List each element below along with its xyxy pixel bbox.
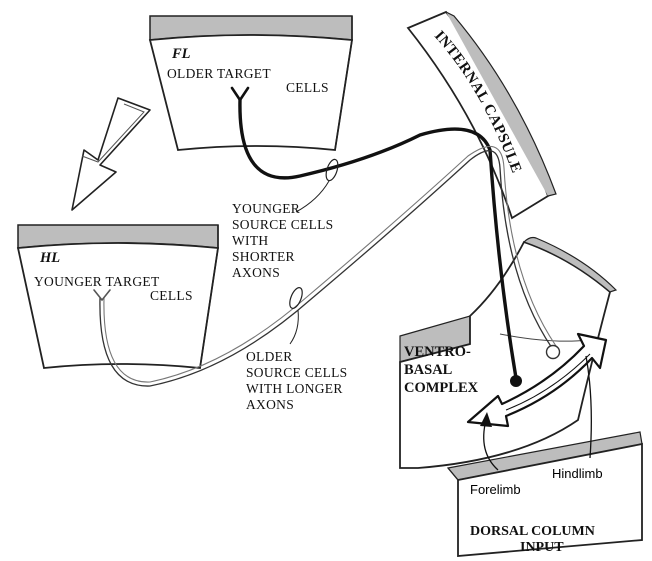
fl-cortex-block — [148, 15, 354, 151]
hl-target-terminal-icon — [93, 289, 111, 302]
internal-capsule-band — [406, 10, 557, 220]
svg-text:AXONS: AXONS — [232, 265, 280, 280]
younger-axon-pointer — [295, 180, 330, 213]
ventrobasal-label-3: COMPLEX — [404, 380, 479, 396]
svg-text:OLDER: OLDER — [246, 349, 293, 364]
hindlimb-pointer — [585, 355, 592, 459]
younger-axon-marker-icon — [325, 158, 339, 182]
fl-cells-label: CELLS — [286, 80, 329, 95]
dorsal-column-label-2: INPUT — [520, 540, 564, 555]
forelimb-label: Forelimb — [470, 482, 521, 497]
younger-source-cell-icon — [510, 375, 522, 387]
older-source-axon-a — [99, 150, 553, 387]
younger-source-axon — [238, 98, 518, 380]
hl-cells-label: CELLS — [150, 288, 193, 303]
ventrobasal-label-1: VENTRO- — [404, 344, 471, 360]
older-axon-marker-icon — [289, 287, 303, 309]
svg-text:SOURCE CELLS: SOURCE CELLS — [246, 365, 348, 380]
svg-text:AXONS: AXONS — [246, 397, 294, 412]
older-source-cell-icon — [545, 344, 561, 360]
svg-text:SOURCE CELLS: SOURCE CELLS — [232, 217, 334, 232]
fl-older-target-label: OLDER TARGET — [167, 66, 271, 81]
older-source-annotation: OLDER SOURCE CELLS WITH LONGER AXONS — [246, 349, 348, 412]
forelimb-arrowhead-icon — [480, 412, 492, 427]
fl-target-terminal-icon — [230, 86, 250, 103]
younger-source-annotation: YOUNGER SOURCE CELLS WITH SHORTER AXONS — [232, 201, 334, 280]
svg-text:WITH: WITH — [232, 233, 268, 248]
dorsal-column-label-1: DORSAL COLUMN — [470, 524, 595, 539]
somatotopic-arrow — [466, 332, 608, 428]
older-source-axon-b — [103, 145, 557, 383]
svg-text:YOUNGER: YOUNGER — [232, 201, 300, 216]
hl-younger-target-label: YOUNGER TARGET — [34, 274, 160, 289]
hindlimb-label: Hindlimb — [552, 466, 603, 481]
ventrobasal-block — [399, 236, 618, 469]
svg-text:SHORTER: SHORTER — [232, 249, 295, 264]
older-axon-pointer — [289, 309, 299, 345]
hl-cortex-block — [16, 224, 220, 369]
fl-label: FL — [171, 46, 191, 62]
ventrobasal-label-2: BASAL — [404, 362, 453, 378]
svg-text:WITH LONGER: WITH LONGER — [246, 381, 343, 396]
development-arrow — [71, 97, 151, 211]
hl-label: HL — [39, 250, 60, 266]
